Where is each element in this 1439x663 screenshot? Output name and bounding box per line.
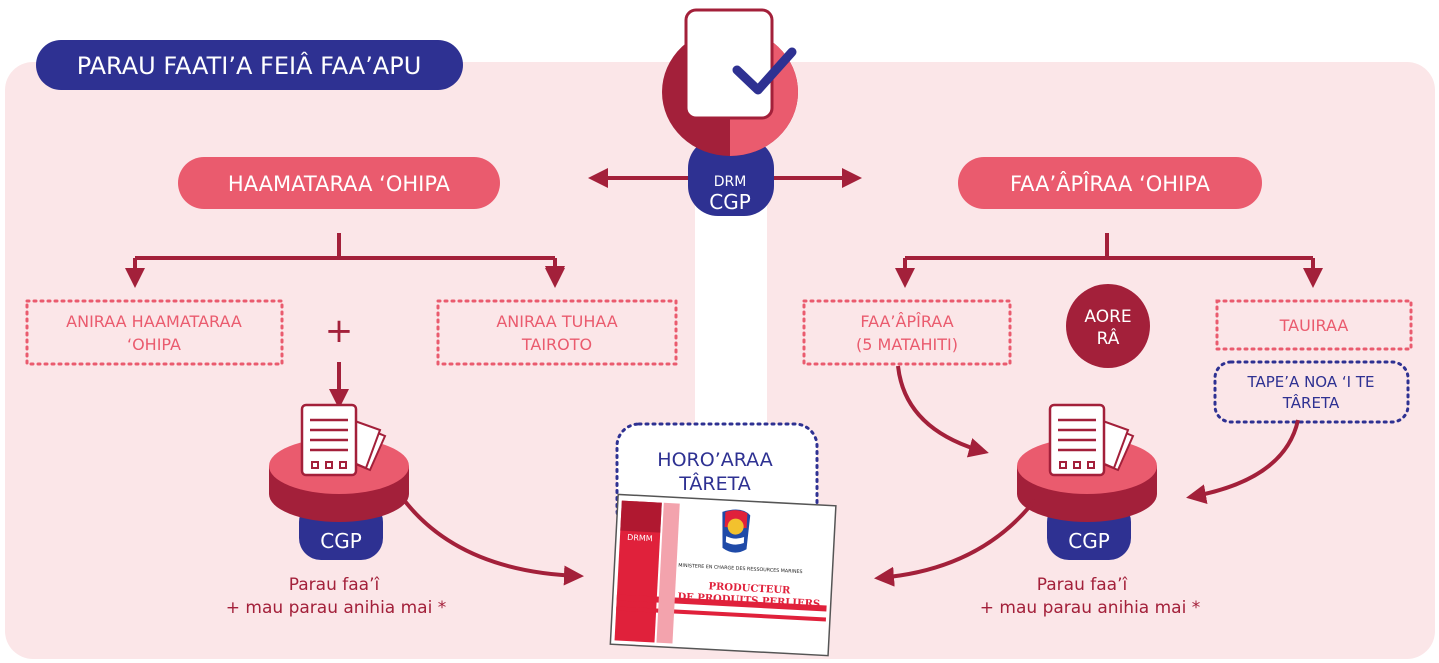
center-badge-bottom: CGP [709, 190, 751, 214]
title: PARAU FAATI’A FEIÂ FAA’APU [77, 51, 422, 80]
left-curve-arrow [402, 498, 584, 586]
right-stack-badge-label: CGP [1068, 529, 1110, 553]
left-option-b-line2: TAIROTO [521, 335, 592, 354]
left-header-pill [178, 157, 500, 209]
card-logo-text: DRMM [627, 533, 653, 543]
right-note-line1: TAPE’A NOA ‘I TE [1247, 373, 1375, 391]
or-line1: AORE [1084, 307, 1131, 327]
left-stack-badge-label: CGP [320, 529, 362, 553]
left-branch [133, 233, 555, 282]
right-footer-line1: Parau faa’î [1037, 575, 1129, 595]
check-icon [732, 47, 797, 95]
right-curve-arrow [874, 498, 1037, 587]
right-option-a-line1: FAA’ÂPÎRAA [860, 312, 953, 331]
right-option-b-box [1215, 299, 1413, 351]
right-header-pill [958, 157, 1262, 209]
center-badge-top: DRM [714, 174, 747, 190]
right-note-box [1213, 360, 1410, 424]
plus-sign: + [325, 311, 354, 351]
center-badge [688, 138, 774, 216]
right-option-b: TAUIRAA [1279, 316, 1349, 335]
document-icon [300, 403, 387, 477]
or-line2: RÂ [1097, 327, 1120, 349]
right-document-stack [1017, 403, 1157, 560]
or-circle [1066, 284, 1150, 368]
center-check-disc [662, 8, 798, 216]
left-option-b-line1: ANIRAA TUHAA [496, 312, 617, 331]
left-document-stack [269, 403, 409, 560]
card-note-line2: TÂRETA [678, 472, 750, 495]
card-title-line1: PRODUCTEUR [708, 581, 791, 596]
left-footer-line2: + mau parau anihia mai * [226, 598, 446, 618]
left-footer-line1: Parau faa’î [289, 575, 381, 595]
left-header: HAAMATARAA ‘OHIPA [228, 172, 451, 196]
coat-of-arms-icon [722, 509, 751, 553]
certificate-card: DRMM MINISTERE EN CHARGE DES RESSOURCES … [609, 493, 837, 657]
right-footer-line2: + mau parau anihia mai * [980, 598, 1200, 618]
left-option-a-line2: ‘OHIPA [127, 335, 181, 354]
title-pill [36, 40, 463, 90]
left-option-b-box [436, 299, 678, 366]
right-note-line2: TÂRETA [1282, 393, 1340, 412]
document-icon [1048, 403, 1135, 477]
left-option-a-line1: ANIRAA HAAMATARAA [66, 312, 242, 331]
right-header: FAA’ÂPÎRAA ‘OHIPA [1010, 171, 1211, 196]
right-option-a-box [802, 299, 1012, 366]
right-option-a-line2: (5 MATAHITI) [856, 335, 958, 354]
right-curve-arrow-from-option [896, 365, 989, 458]
right-curve-arrow-from-note [1186, 419, 1300, 505]
card-note-line1: HORO’ARAA [657, 449, 772, 471]
check-card [684, 8, 774, 120]
left-option-a-box [25, 299, 284, 366]
